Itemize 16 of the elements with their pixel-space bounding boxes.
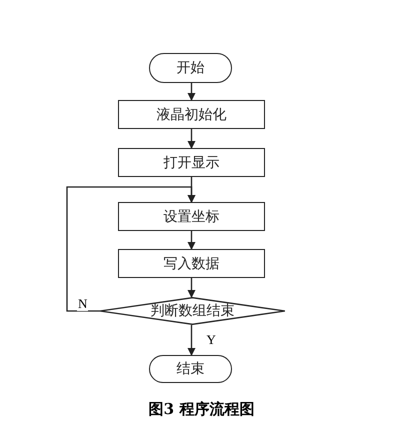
- arrow: [188, 278, 196, 298]
- arrow: [188, 83, 196, 101]
- edge-label: N: [77, 297, 88, 311]
- process-box: 设置坐标: [118, 202, 265, 231]
- decision-text: 判断数组结束: [150, 302, 234, 320]
- caption: 图3 程序流程图: [148, 400, 256, 419]
- process-box: 写入数据: [118, 249, 265, 278]
- edge-label: Y: [206, 333, 217, 347]
- process-box: 液晶初始化: [118, 100, 265, 129]
- arrow: [188, 325, 196, 356]
- process-box: 打开显示: [118, 148, 265, 177]
- terminal-box: 开始: [149, 53, 232, 83]
- arrow: [188, 231, 196, 250]
- terminal-box: 结束: [149, 355, 232, 383]
- arrow: [66, 186, 196, 312]
- arrow: [188, 129, 196, 149]
